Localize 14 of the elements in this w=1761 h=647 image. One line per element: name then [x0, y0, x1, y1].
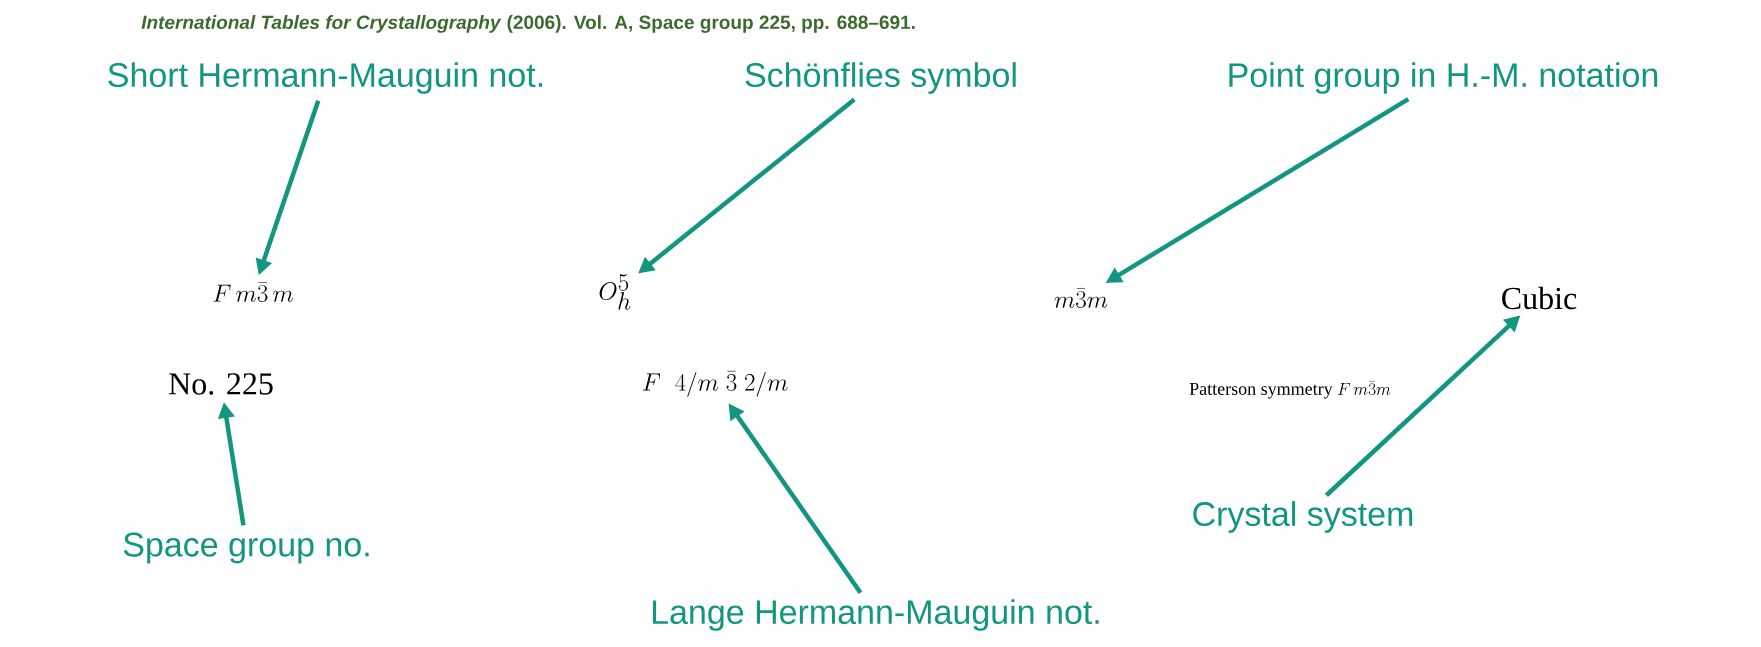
schoenflies-symbol: $O_h^5$ [599, 274, 631, 310]
annotation-label: Space group no. [123, 532, 369, 564]
space-group-number: No. 225 [169, 373, 273, 395]
annotation-label: Lange Hermann-Mauguin not. [652, 599, 1099, 631]
annotation-label: Crystal system [1193, 501, 1413, 533]
annotation-label: Point group in H.-M. notation [1229, 62, 1658, 94]
crystal-system-name: Cubic [1502, 286, 1577, 310]
citation: International Tables for Crystallography (2006). Vol. A, Space group 225, pp. 688–691. [141, 15, 915, 33]
annotation-label: Short Hermann-Mauguin not. [108, 62, 543, 94]
point-group-symbol: $m\bar{3}m$ [1054, 287, 1108, 308]
space-group-symbol: $F\,m\bar{3}\,m$ [213, 281, 293, 302]
patterson-symmetry: Patterson symmetry $F\,m\bar{3}m$ [1189, 381, 1391, 399]
full-symbol: $F\;\;4/m\;\bar{3}\;2/m$ [642, 370, 788, 397]
annotation-label: Schönflies symbol [745, 62, 1016, 94]
